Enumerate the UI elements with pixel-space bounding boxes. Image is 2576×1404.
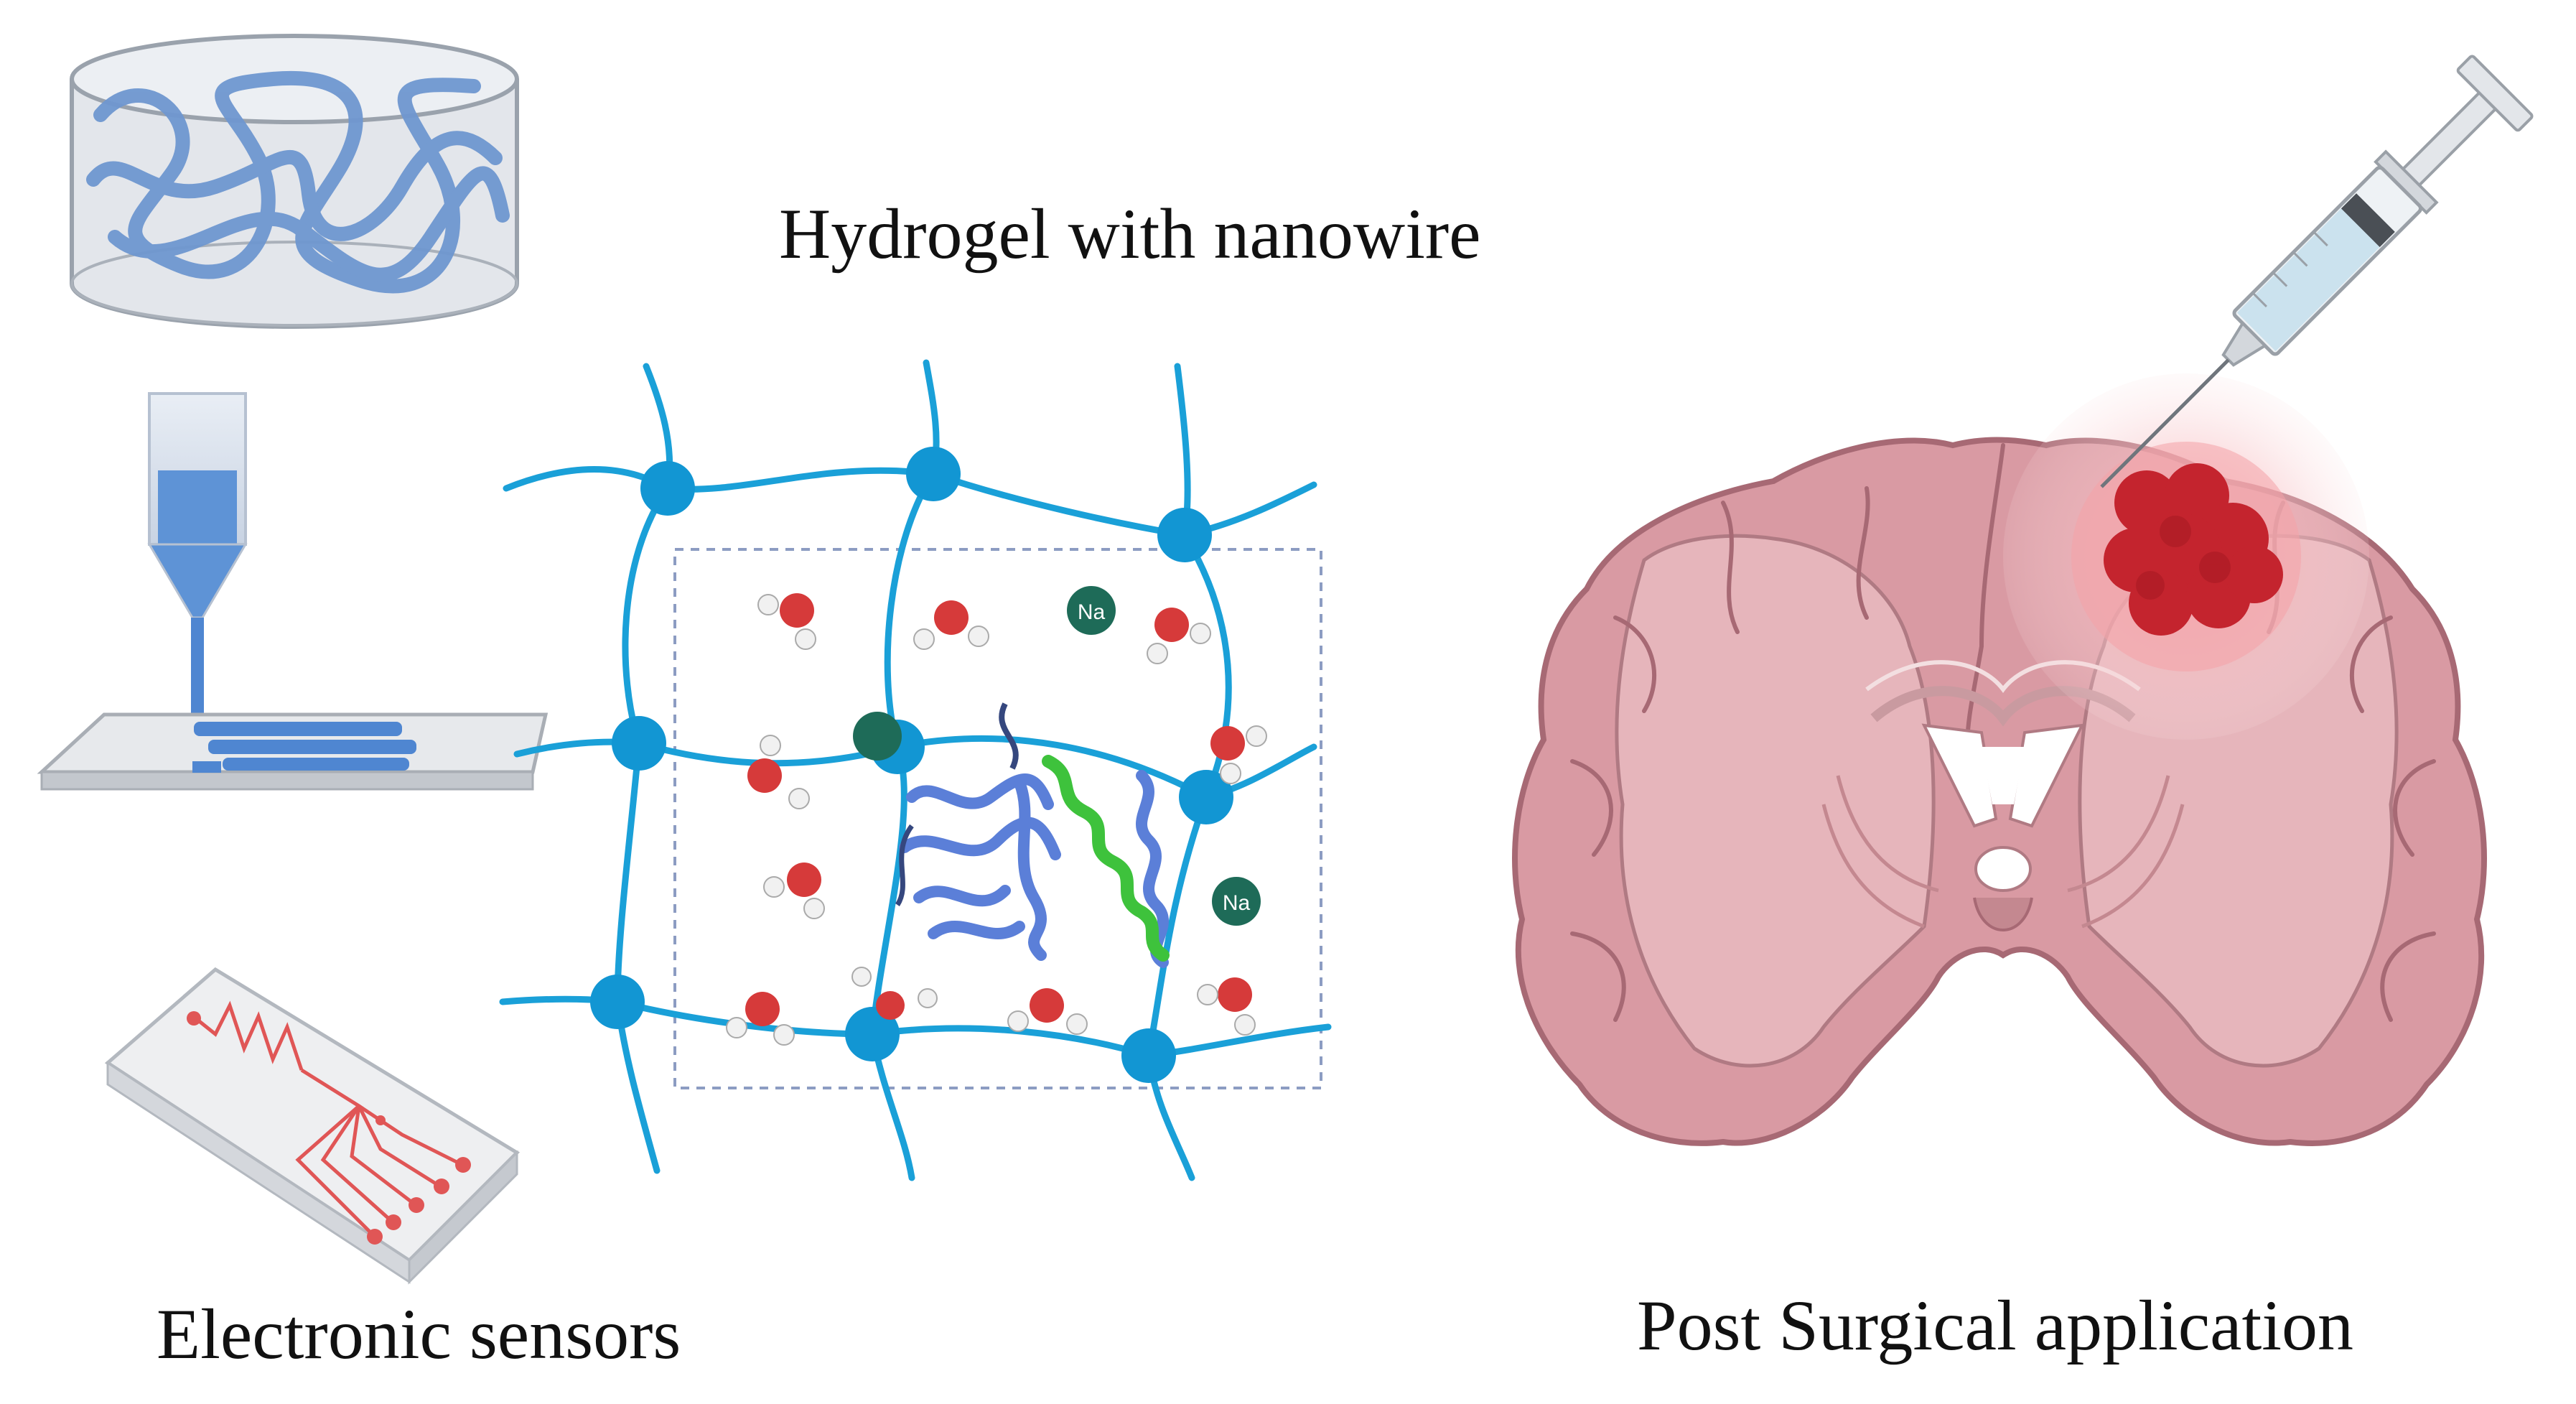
water-molecule: [757, 593, 816, 650]
electronic-sensor-chip-icon: [104, 967, 521, 1285]
sodium-ion-label: Na: [1078, 600, 1106, 624]
sodium-ion: Na: [1067, 586, 1116, 635]
bioprinter-nozzle-icon: [37, 392, 549, 791]
sodium-ions: Na Na: [853, 586, 1261, 926]
hydrogel-title: Hydrogel with nanowire: [779, 194, 1481, 274]
water-molecule: [726, 992, 795, 1046]
water-molecule: [1197, 977, 1256, 1036]
water-molecule: [913, 600, 989, 650]
tumor-icon: [2003, 373, 2369, 740]
syringe-icon: [2100, 55, 2534, 488]
hydrogel-cylinder-icon: [70, 34, 519, 329]
water-molecule: [1147, 608, 1211, 664]
water-molecules: [726, 593, 1267, 1046]
sodium-ion: Na: [1212, 877, 1261, 926]
water-molecule: [763, 863, 825, 919]
water-molecule: [1007, 988, 1088, 1035]
post-surgical-title: Post Surgical application: [1637, 1286, 2354, 1365]
water-molecule: [851, 967, 938, 1020]
water-molecule: [747, 735, 810, 809]
water-molecule: [1210, 725, 1267, 784]
electronic-sensors-title: Electronic sensors: [157, 1294, 681, 1374]
polymer-network-icon: [499, 359, 1332, 1181]
sodium-ion-label: Na: [1223, 891, 1251, 915]
sodium-ion: [853, 712, 902, 761]
protein-icon: [895, 702, 1170, 968]
